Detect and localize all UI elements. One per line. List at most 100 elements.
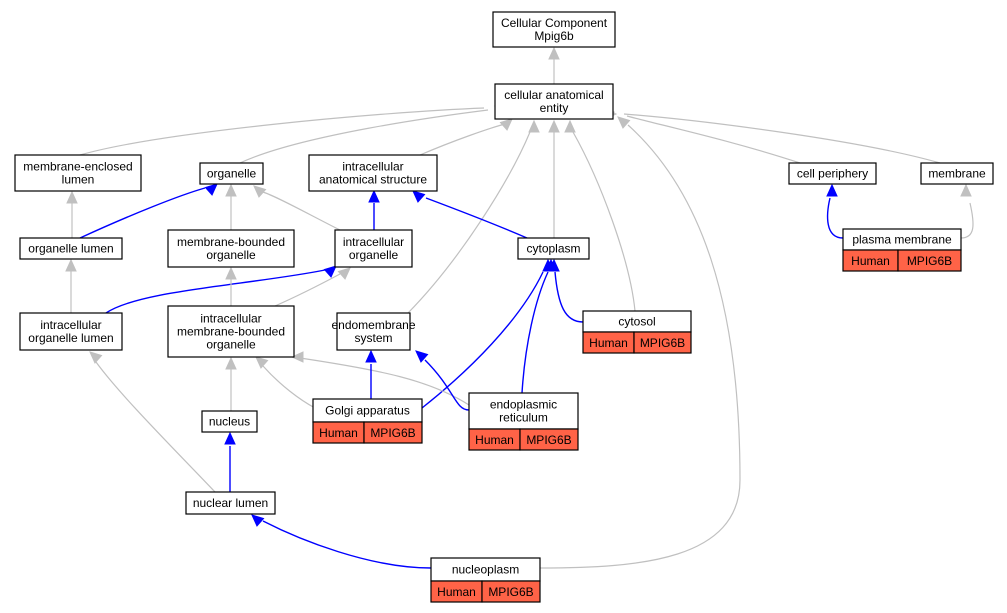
annotation-cell[interactable]: [481, 580, 541, 603]
node-box[interactable]: [19, 237, 123, 260]
node-label: Cellular Component: [501, 16, 608, 30]
node-label: organelle: [207, 167, 257, 181]
edge-arrowhead: [499, 118, 513, 131]
node-box[interactable]: [167, 229, 295, 268]
node-box[interactable]: [494, 83, 614, 120]
edge-imbo-to-mbo: [225, 266, 237, 306]
annotation-species: Human: [475, 433, 514, 447]
edge-er-to-cyt: [521, 258, 557, 394]
edge-line: [425, 197, 528, 239]
annotation-gene: MPIG6B: [907, 254, 952, 268]
node-label: Mpig6b: [534, 29, 574, 43]
edge-arrowhead: [204, 183, 218, 196]
annotation-gene: MPIG6B: [526, 433, 571, 447]
annotation-cell[interactable]: [519, 428, 579, 451]
edge-line: [421, 271, 544, 409]
edge-line: [407, 131, 531, 314]
annotation-cell[interactable]: [633, 331, 692, 354]
node-box[interactable]: [167, 305, 295, 358]
node-label: entity: [540, 101, 569, 115]
node-box[interactable]: [492, 11, 616, 48]
node-box[interactable]: [14, 154, 142, 192]
edge-arrowhead: [564, 119, 576, 133]
edge-arrowhead: [253, 185, 267, 198]
edge-golgi-to-ems: [365, 349, 377, 399]
edge-er-to-ems: [415, 350, 470, 411]
edge-arrowhead: [255, 356, 269, 369]
annotation-species: Human: [319, 426, 358, 440]
node-org[interactable]: organelle: [199, 162, 264, 185]
annotation-gene: MPIG6B: [370, 426, 415, 440]
node-label: membrane-bounded: [177, 235, 285, 249]
edge-line: [79, 187, 206, 239]
annotation-species: Human: [589, 336, 628, 350]
edge-arrowhead: [225, 356, 237, 370]
edge-line: [239, 109, 489, 164]
node-box[interactable]: [517, 237, 590, 260]
edge-arrowhead: [826, 183, 838, 197]
annotation-gene: MPIG6B: [640, 336, 685, 350]
node-mem[interactable]: membrane: [920, 162, 994, 185]
edge-cyt-to-ias: [412, 190, 528, 239]
edge-ems-to-cae: [407, 119, 540, 314]
node-cyt[interactable]: cytoplasm: [517, 237, 590, 260]
node-box[interactable]: [334, 229, 413, 268]
edge-line: [539, 124, 741, 569]
node-box[interactable]: [201, 410, 258, 433]
node-box[interactable]: [788, 162, 877, 185]
node-label: membrane: [928, 167, 986, 181]
edge-nuc-to-imbo: [225, 356, 237, 411]
edge-line: [299, 357, 470, 406]
edge-nl-to-nuc: [224, 431, 236, 492]
edge-arrowhead: [368, 189, 380, 203]
edge-arrowhead: [545, 258, 557, 272]
edge-line: [419, 123, 506, 156]
edge-golgi-to-imbo: [255, 356, 316, 409]
node-label: cell periphery: [797, 167, 868, 181]
edge-line: [105, 269, 326, 314]
node-box[interactable]: [336, 312, 411, 351]
edge-iol-to-io: [105, 265, 337, 314]
node-box[interactable]: [19, 312, 123, 351]
node-label: Golgi apparatus: [325, 404, 410, 418]
annotation-gene: MPIG6B: [488, 585, 533, 599]
node-cp[interactable]: cell periphery: [788, 162, 877, 185]
edge-arrowhead: [66, 190, 78, 204]
edge-arrowhead: [548, 46, 560, 60]
node-box[interactable]: [185, 491, 276, 515]
edge-cytosol-to-cae: [564, 119, 636, 312]
edge-arrowhead: [323, 265, 337, 278]
node-box[interactable]: [199, 162, 264, 185]
edge-arrowhead: [225, 183, 237, 197]
node-nuc[interactable]: nucleus: [201, 410, 258, 433]
node-nl[interactable]: nuclear lumen: [185, 491, 276, 515]
node-box[interactable]: [920, 162, 994, 185]
node-box[interactable]: [308, 154, 438, 192]
node-label: system: [354, 331, 392, 345]
annotation-cell[interactable]: [363, 421, 423, 444]
node-ol[interactable]: organelle lumen: [19, 237, 123, 260]
annotation-cell[interactable]: [897, 249, 962, 272]
node-label: endoplasmic: [490, 398, 557, 412]
node-label: cellular anatomical: [504, 88, 603, 102]
edge-line: [262, 191, 341, 231]
edge-line: [424, 359, 470, 411]
node-label: nucleus: [209, 415, 250, 429]
edge-line: [623, 113, 941, 164]
